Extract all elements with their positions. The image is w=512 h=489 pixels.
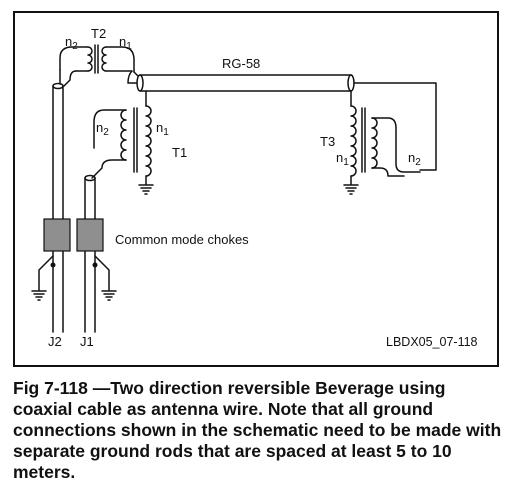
transformer-t1 — [91, 90, 152, 185]
t2-primary-label: n1 — [119, 34, 132, 52]
drawing-id-label: LBDX05_07-118 — [386, 335, 478, 349]
ground-symbol-t3 — [343, 184, 359, 195]
chokes-label: Common mode chokes — [115, 232, 249, 247]
t1-secondary-label: n2 — [96, 120, 109, 138]
beverage-schematic: n2 T2 n1 RG-58 n2 n1 T1 T3 n1 n2 Common … — [31, 26, 478, 349]
common-mode-choke-j2 — [43, 218, 71, 252]
t3-secondary-label: n2 — [408, 150, 421, 168]
schematic-frame — [13, 11, 499, 367]
ground-connection-j1 — [94, 255, 117, 301]
transformer-t2 — [59, 44, 135, 74]
common-mode-choke-j1 — [76, 218, 104, 252]
j2-label: J2 — [48, 334, 62, 349]
coax-j2 — [52, 69, 77, 333]
t2-name-label: T2 — [91, 26, 106, 41]
rg58-label: RG-58 — [222, 56, 260, 71]
t1-name-label: T1 — [172, 145, 187, 160]
t3-name-label: T3 — [320, 134, 335, 149]
coax-j1 — [84, 174, 96, 333]
t1-primary-label: n1 — [156, 120, 169, 138]
ground-connection-j2 — [31, 255, 54, 301]
ground-symbol-t1 — [138, 184, 154, 195]
t2-secondary-label: n2 — [65, 34, 78, 52]
j1-label: J1 — [80, 334, 94, 349]
junction-dots — [50, 262, 98, 268]
coax-rg58 — [127, 70, 437, 171]
transformer-t3 — [350, 90, 421, 185]
t3-primary-label: n1 — [336, 150, 349, 168]
figure-caption: Fig 7-118 —Two direction reversible Beve… — [13, 378, 502, 482]
